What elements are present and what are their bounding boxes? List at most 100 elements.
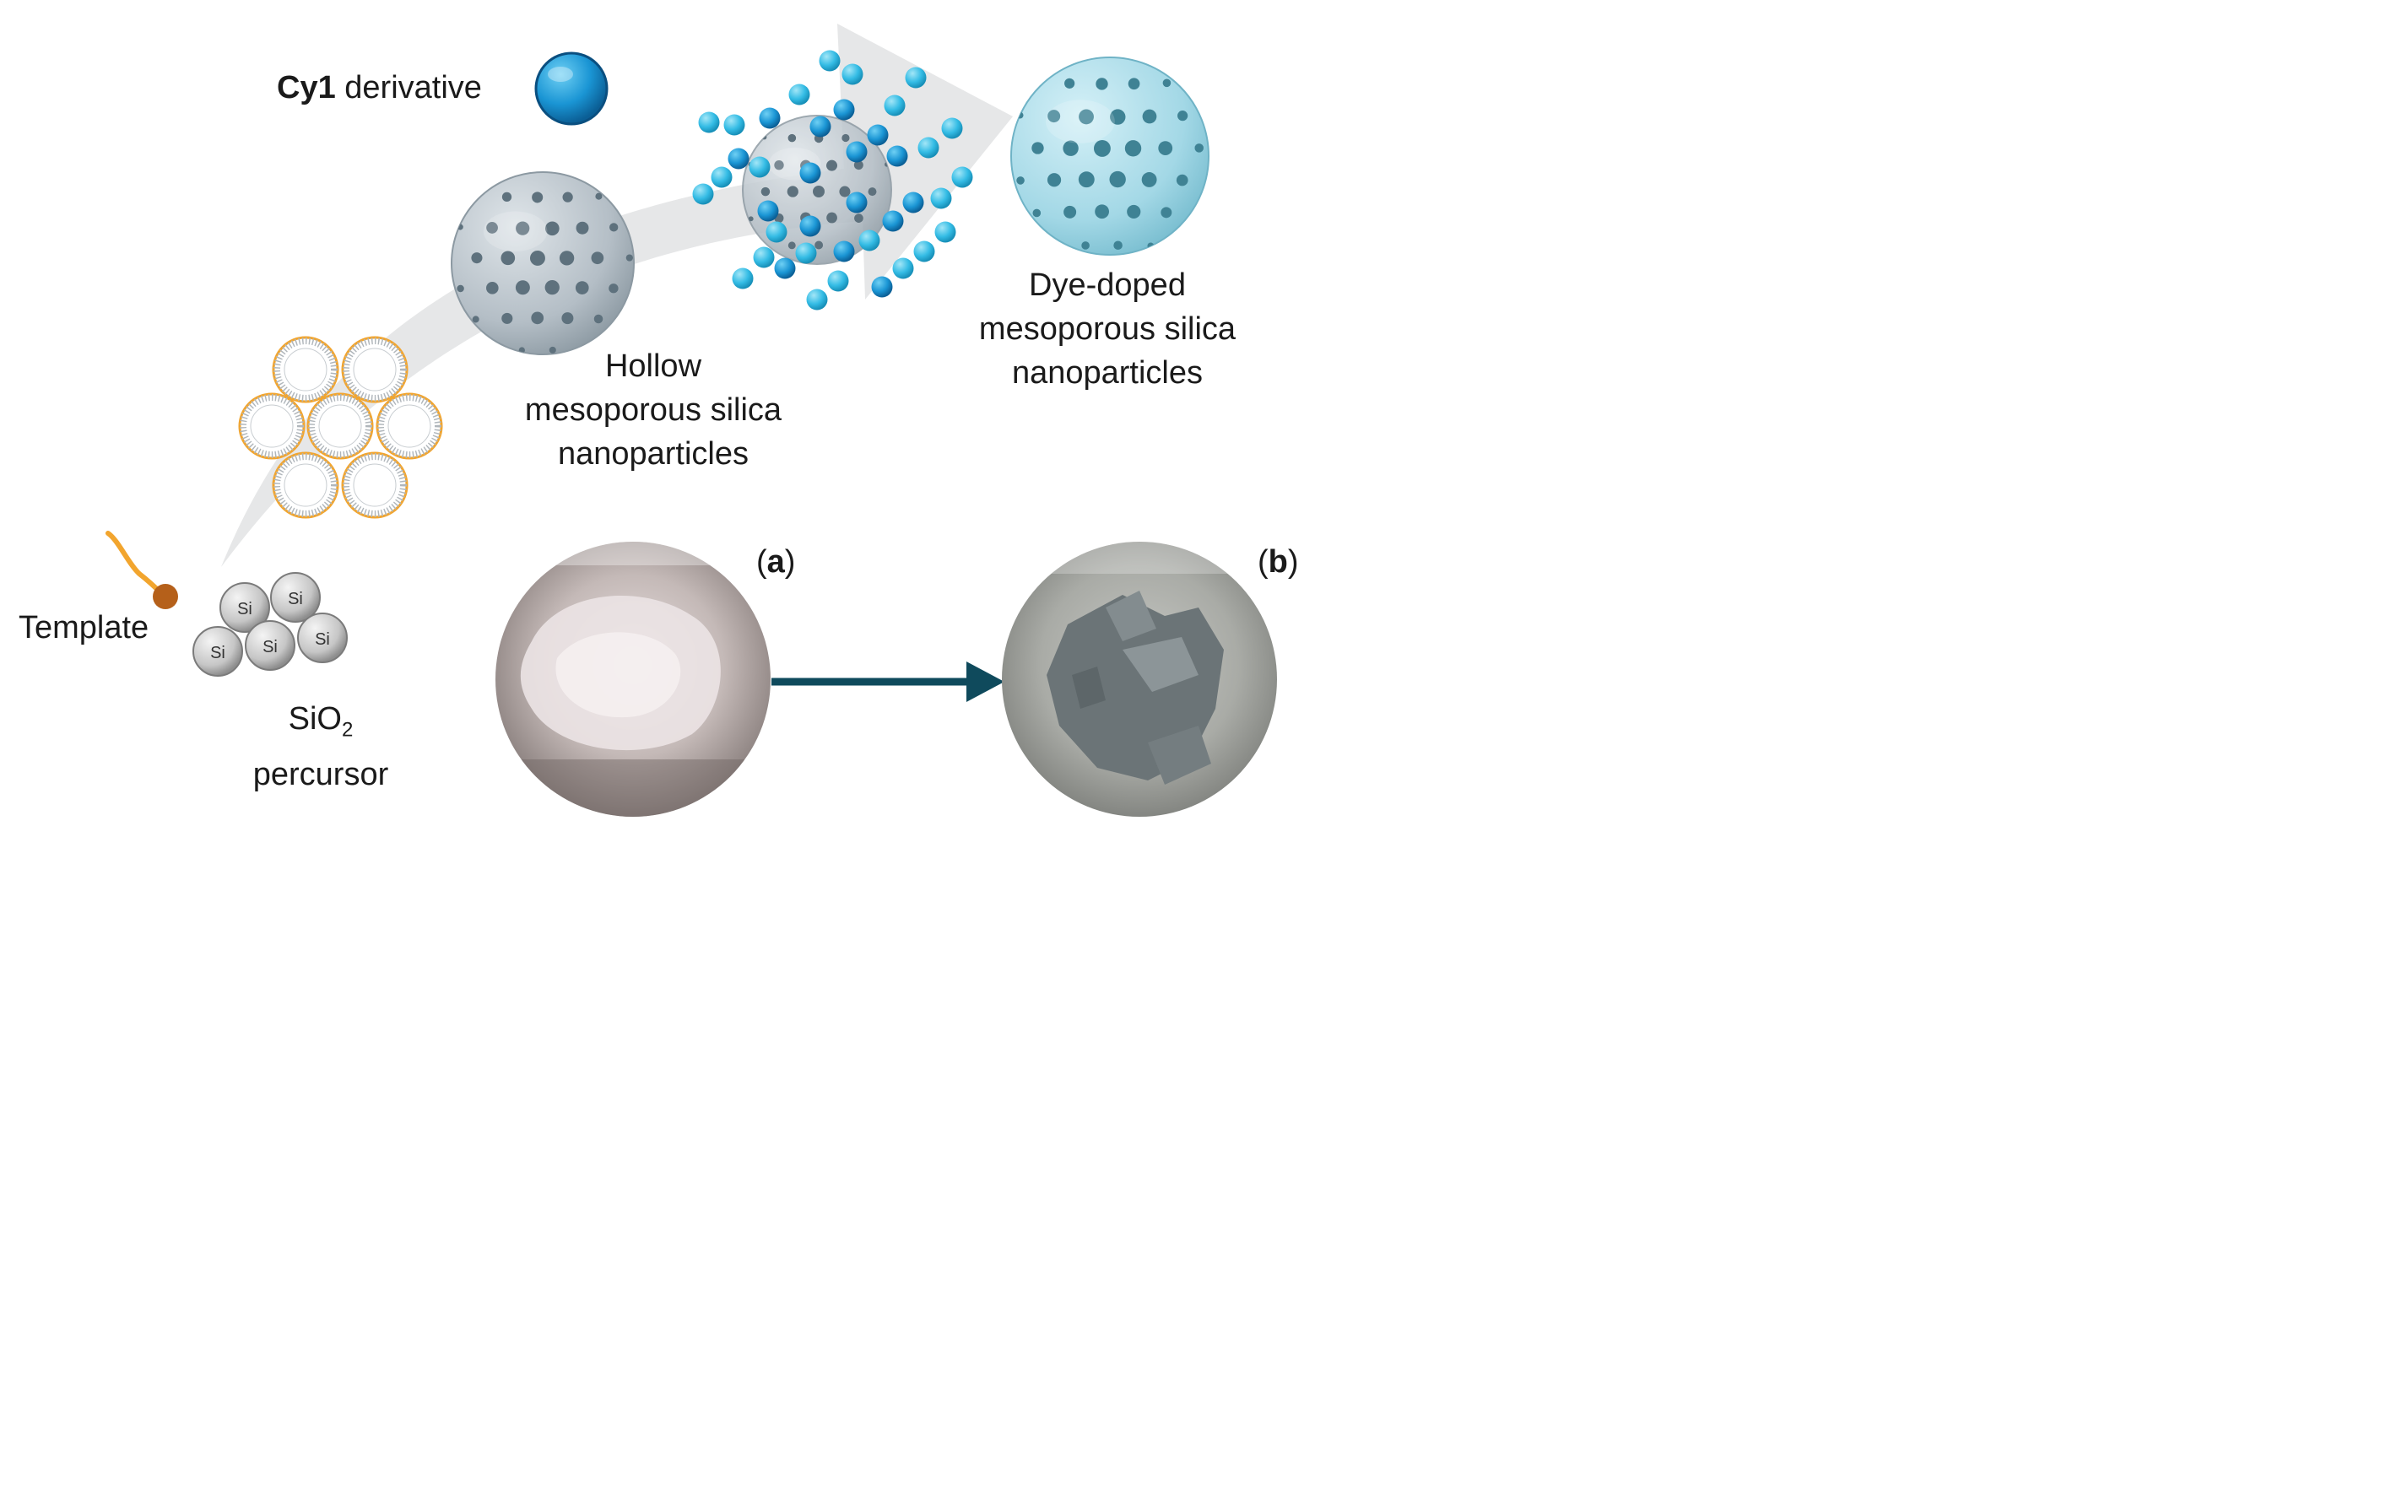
- photo-arrow: [771, 662, 1004, 702]
- dye-molecule: [827, 270, 849, 292]
- dye-doped-sphere: [1010, 57, 1209, 256]
- curved-process-arrow: [221, 24, 1013, 567]
- pore: [1194, 143, 1204, 153]
- pore: [1064, 78, 1075, 89]
- micelle: [238, 392, 306, 460]
- pore: [1031, 142, 1044, 154]
- loading-step: [692, 50, 973, 310]
- photo-a: [495, 542, 771, 817]
- pore: [813, 186, 825, 198]
- dye-molecule: [951, 166, 973, 188]
- pore: [516, 221, 530, 235]
- dye-molecule: [867, 124, 889, 146]
- dye-legend-sphere: [534, 51, 609, 126]
- pore: [559, 251, 575, 266]
- svg-text:Si: Si: [210, 644, 225, 662]
- pore: [593, 314, 603, 324]
- pore: [529, 250, 545, 266]
- pore: [562, 192, 573, 202]
- pore: [595, 192, 603, 200]
- dye-molecule: [819, 50, 841, 72]
- pore: [1078, 171, 1095, 188]
- dye-molecule: [774, 257, 796, 279]
- dye-molecule: [846, 141, 868, 163]
- pore: [826, 159, 838, 171]
- pore: [1142, 109, 1157, 124]
- pore: [1032, 78, 1040, 86]
- pore: [609, 223, 619, 232]
- pore: [787, 241, 796, 250]
- pore: [1095, 204, 1109, 219]
- pore: [814, 240, 824, 250]
- pore: [1047, 110, 1061, 123]
- dye-legend-label: Cy1 derivative: [277, 70, 482, 105]
- pore: [774, 160, 784, 170]
- pore-pattern: [457, 192, 633, 354]
- si-sphere: Si: [297, 613, 348, 663]
- pore: [1110, 109, 1126, 125]
- pore: [515, 280, 530, 295]
- dye-molecule: [913, 240, 935, 262]
- synthesis-scheme: Si Si Si Si Si: [106, 24, 1277, 817]
- dye-molecule: [833, 240, 855, 262]
- pore: [1124, 140, 1142, 157]
- dye-molecule: [732, 267, 754, 289]
- pore: [1109, 170, 1126, 188]
- dye-molecule: [892, 257, 914, 279]
- dye-molecule: [723, 114, 745, 136]
- pore: [561, 312, 574, 325]
- si-sphere: Si: [270, 572, 321, 623]
- micelle: [272, 336, 339, 403]
- template-label: Template: [19, 610, 149, 645]
- template-molecule-icon: [106, 531, 178, 609]
- pore: [457, 284, 464, 293]
- svg-text:Si: Si: [262, 638, 278, 656]
- si-precursor-cluster: Si Si Si Si Si: [192, 572, 348, 677]
- pore: [1113, 240, 1123, 251]
- pore: [1081, 241, 1090, 250]
- pore: [1162, 78, 1172, 88]
- dye-molecule: [833, 99, 855, 121]
- pore: [841, 133, 850, 143]
- dye-molecule: [905, 67, 927, 89]
- pore: [472, 316, 479, 323]
- si-sphere: Si: [245, 620, 295, 671]
- dye-molecule: [766, 221, 787, 243]
- panel-b-label: (b): [1258, 544, 1299, 580]
- pore: [591, 251, 604, 265]
- pore: [471, 252, 483, 264]
- hollow-label: Hollow mesoporous silica nanoparticles: [524, 348, 782, 472]
- dye-molecule: [711, 166, 733, 188]
- pore: [1161, 207, 1172, 219]
- pore: [1128, 78, 1140, 90]
- pore: [549, 346, 556, 354]
- dye-molecule: [841, 63, 863, 85]
- pore: [472, 192, 479, 199]
- pore: [787, 186, 798, 197]
- pore: [1047, 173, 1062, 187]
- pore: [839, 186, 851, 197]
- hollow-silica-sphere: [451, 171, 635, 355]
- pore: [501, 192, 512, 202]
- dye-molecule: [759, 107, 781, 129]
- micelle: [272, 451, 339, 519]
- pore: [501, 312, 513, 324]
- micelle: [306, 392, 374, 460]
- pore: [1063, 140, 1079, 156]
- dye-molecule: [884, 94, 906, 116]
- dye-molecule: [788, 84, 810, 105]
- micelle: [341, 336, 409, 403]
- svg-text:Si: Si: [315, 630, 330, 649]
- dye-molecule: [809, 116, 831, 138]
- pore: [748, 216, 754, 222]
- pore: [1016, 176, 1025, 185]
- pore: [787, 133, 797, 143]
- pore: [1079, 109, 1094, 125]
- dye-molecule: [799, 162, 821, 184]
- pore: [826, 212, 837, 224]
- pore: [1177, 111, 1188, 122]
- dye-molecule: [728, 148, 749, 170]
- micelle: [341, 451, 409, 519]
- pore: [853, 160, 863, 170]
- dye-molecule: [749, 156, 771, 178]
